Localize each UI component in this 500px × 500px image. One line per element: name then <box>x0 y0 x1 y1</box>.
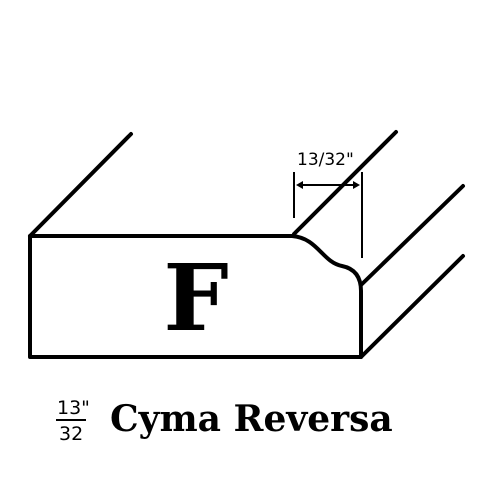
profile-name: Cyma Reversa <box>110 398 393 440</box>
step-bottom-edge <box>359 254 465 359</box>
profile-letter: F <box>163 244 228 352</box>
fraction-numerator: 13" <box>57 397 90 419</box>
dimension-arrowhead-left <box>296 181 303 189</box>
step-top-edge <box>359 184 465 287</box>
dimension-label: 13/32" <box>297 150 354 170</box>
top-right-edge <box>292 130 398 236</box>
caption: 13" 32 Cyma Reversa <box>56 397 393 445</box>
fraction-denominator: 32 <box>59 423 83 445</box>
front-face <box>28 234 364 359</box>
dimension-arrowhead-right <box>353 181 360 189</box>
back-left-edge <box>28 132 133 238</box>
dimension-marker: 13/32" <box>293 150 363 258</box>
